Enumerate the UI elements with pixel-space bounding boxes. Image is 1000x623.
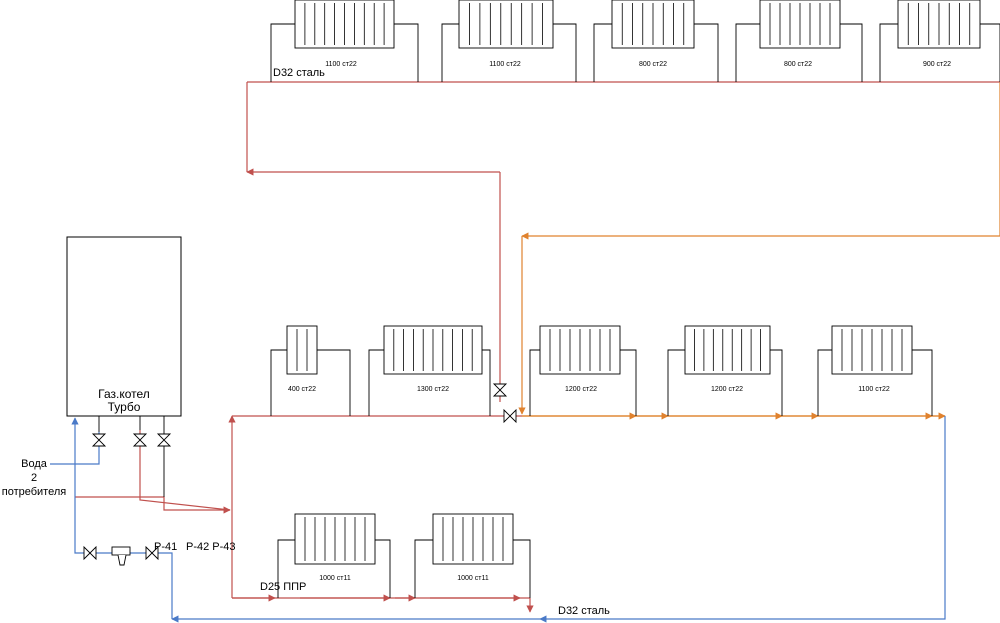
radiator-connections [98,23,1000,598]
radiator-label: 1000 ст11 [457,575,489,582]
radiator-label: 1100 ст22 [858,386,890,393]
return-to-boiler [71,417,173,619]
radiator-label: 1000 ст11 [319,575,351,582]
radiator [539,325,621,375]
radiator-body [286,325,318,375]
valve-icon [503,408,517,424]
bottom-pipe-label: D32 сталь [558,605,610,617]
water-label-line3: потребителя [2,486,67,498]
radiators: 1100 ст22 1100 ст22 800 ст22 800 ст22 900 ст… [286,0,981,582]
supply-pipes [75,81,1000,613]
radiator [684,325,771,375]
radiator [432,513,514,565]
valves [83,383,517,561]
valve-icon [145,545,159,561]
water-label-line2: 2 [31,472,37,484]
radiator [286,325,318,375]
top-pipe-label: D32 сталь [273,67,325,79]
d25-label: D25 ППР [260,581,306,593]
radiator-label: 1100 ст22 [489,61,521,68]
boiler-supply-h [140,496,231,514]
water-label-line1: Вода [21,458,48,470]
radiator-body [458,0,554,49]
radiator [294,0,395,49]
radiator [458,0,554,49]
boiler-label-line2: Турбо [108,400,141,414]
valve-icon [156,433,172,447]
radiator [897,0,981,49]
boiler: Газ.котел Турбо [66,236,182,417]
labels: D32 сталь D32 сталь D25 ППР P-41 P-42 P-… [2,67,610,617]
radiator-label: 400 ст22 [288,386,316,393]
radiator [759,0,841,49]
boiler-body [66,236,182,417]
boiler-supply-line [139,430,231,511]
return-hot-pipes [518,82,1000,420]
radiator [831,325,913,375]
radiator-label: 800 ст22 [639,61,667,68]
valve-icon [492,383,508,397]
radiator [611,0,695,49]
radiator-label: 1100 ст22 [325,61,357,68]
valve-icon [132,433,148,447]
radiator-label: 800 ст22 [784,61,812,68]
p42-43-label: P-42 P-43 [186,541,236,553]
radiator-label: 900 ст22 [923,61,951,68]
radiator [294,513,376,565]
boiler-label-line1: Газ.котел [98,387,150,401]
p41-label: P-41 [154,541,177,553]
right-riser [521,82,1000,240]
return-pipes [50,416,946,623]
filter-icon [111,546,131,566]
right-return-drop [539,416,946,623]
valve-icon [91,433,107,447]
valve-icon [83,545,97,561]
radiator-body [684,325,771,375]
radiator [383,325,483,375]
radiator-label: 1200 ст22 [565,386,597,393]
radiator-label: 1200 ст22 [711,386,743,393]
radiator-label: 1300 ст22 [417,386,449,393]
